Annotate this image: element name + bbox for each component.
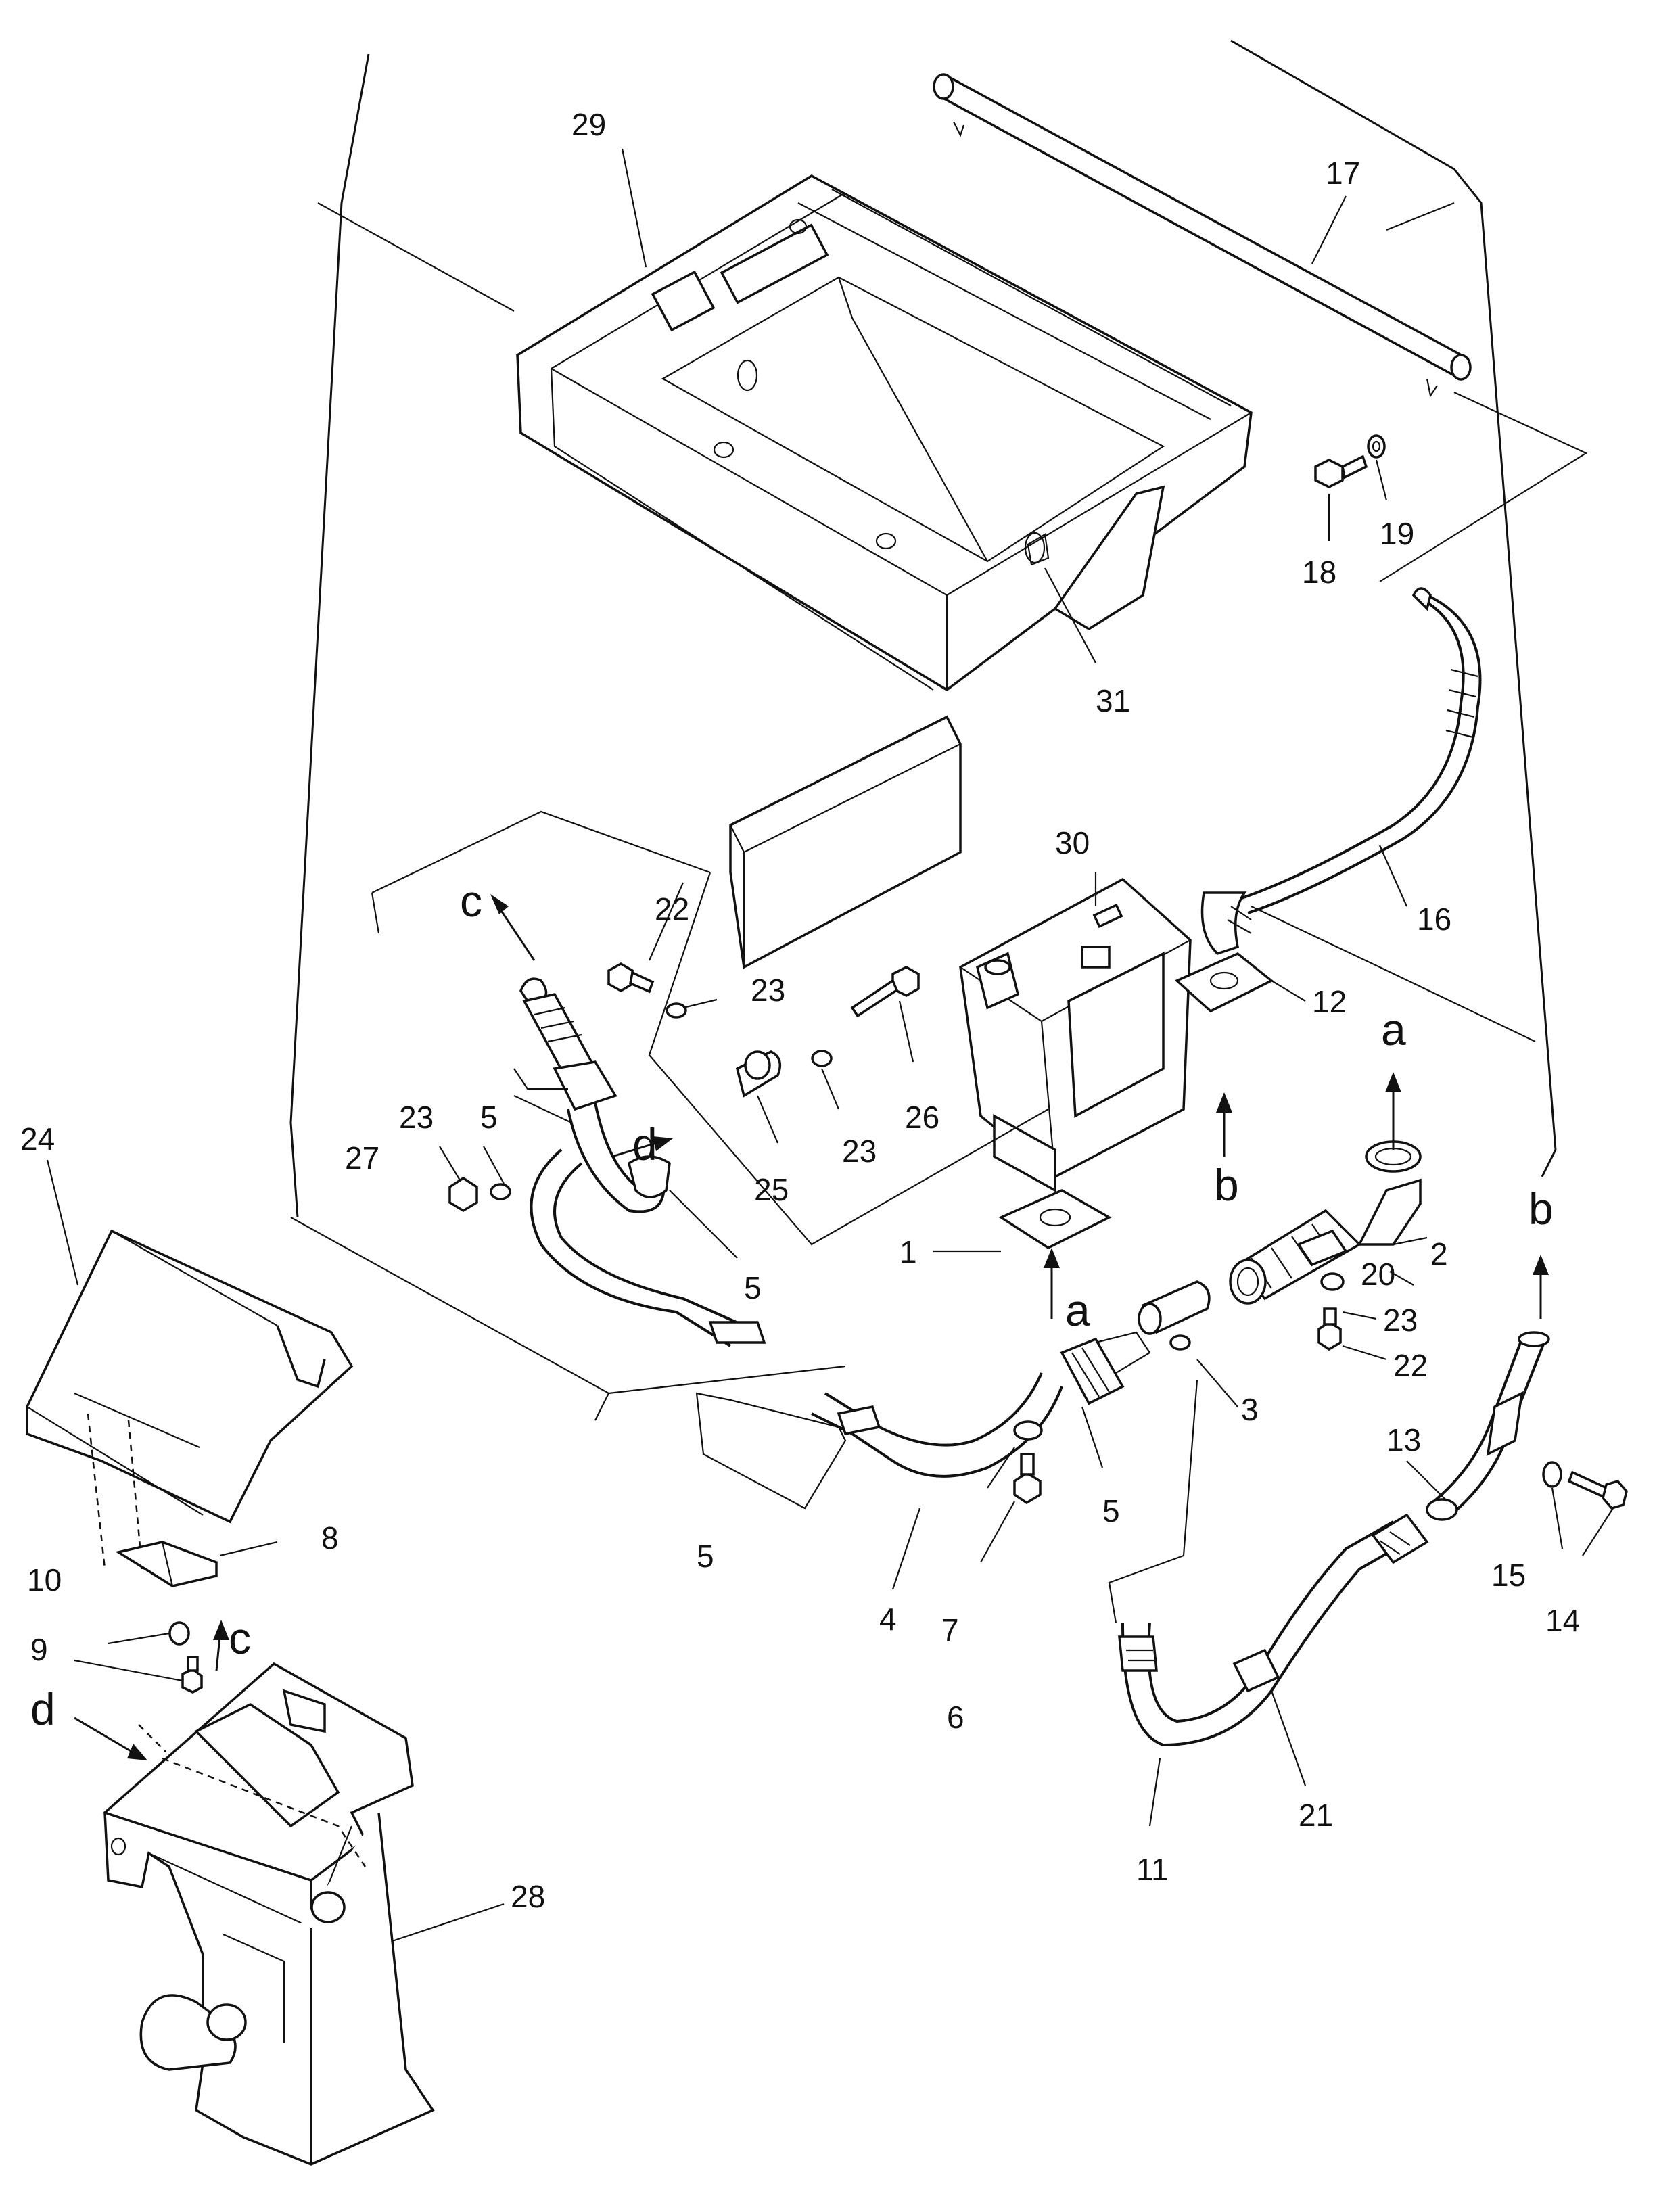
label-19: 19 [1380, 516, 1414, 551]
part-11-hose [1108, 1379, 1429, 1747]
label-18: 18 [1302, 555, 1336, 590]
part-23-washer-left [490, 1183, 511, 1200]
part-15-washer [1542, 1461, 1562, 1488]
label-5a: 5 [480, 1100, 498, 1135]
label-14: 14 [1545, 1603, 1580, 1638]
marker-d-bottom: d [30, 1684, 55, 1734]
label-23b: 23 [842, 1134, 877, 1169]
label-13: 13 [1386, 1422, 1421, 1458]
part-14-bolt [1567, 1470, 1628, 1510]
part-4-hose [530, 1148, 1151, 1478]
cab-outline [289, 39, 1557, 1421]
rear-panel [371, 715, 1536, 1246]
part-10-washer [168, 1621, 190, 1646]
part-29-housing [516, 174, 1253, 692]
label-3: 3 [1241, 1392, 1259, 1427]
marker-a-bottom: a [1065, 1285, 1090, 1335]
label-15: 15 [1491, 1558, 1526, 1593]
part-19-washer [1367, 434, 1386, 459]
label-31: 31 [1096, 683, 1130, 718]
label-4: 4 [879, 1602, 897, 1637]
label-20: 20 [1361, 1257, 1395, 1292]
part-22-bolt-upper [607, 962, 655, 994]
marker-c-bottom: c [229, 1613, 251, 1663]
part-6-bolt [1013, 1453, 1042, 1505]
part-labels: 1 2 3 4 5 5 5 5 6 7 8 9 10 11 12 13 14 1… [20, 107, 1580, 1914]
label-29: 29 [571, 107, 606, 142]
label-25: 25 [754, 1172, 789, 1207]
label-26: 26 [905, 1100, 939, 1135]
part-13-pipe [1426, 1331, 1550, 1521]
label-6: 6 [947, 1700, 964, 1735]
marker-b-left: b [1214, 1160, 1239, 1210]
part-18-bolt [1314, 454, 1368, 488]
part-25-spacer [735, 1050, 782, 1098]
part-27-nut [448, 1176, 478, 1213]
part-22-bolt-lower [1317, 1307, 1342, 1351]
marker-d-top: d [632, 1119, 657, 1169]
connection-letters: a a b b c c d d [30, 876, 1554, 1734]
part-7-washer [1013, 1420, 1043, 1441]
label-28: 28 [511, 1879, 545, 1914]
label-17: 17 [1326, 156, 1360, 191]
part-8-bracket [115, 1541, 218, 1587]
part-1-bracket [998, 1189, 1112, 1250]
label-23a: 23 [751, 973, 785, 1008]
label-24: 24 [20, 1121, 55, 1157]
marker-b-right: b [1529, 1184, 1554, 1234]
part-3-joint [1138, 1280, 1211, 1351]
label-23d: 23 [399, 1100, 434, 1135]
label-16: 16 [1417, 902, 1451, 937]
label-22b: 22 [1393, 1348, 1428, 1383]
label-22a: 22 [655, 891, 689, 927]
part-21-clamp [1232, 1648, 1280, 1693]
label-9: 9 [30, 1632, 48, 1667]
label-5d: 5 [1102, 1493, 1120, 1529]
marker-a-top: a [1381, 1004, 1406, 1054]
label-8: 8 [321, 1520, 339, 1556]
part-17-bracket-lines [1379, 392, 1588, 582]
label-27: 27 [345, 1140, 379, 1175]
part-26-bolt [850, 966, 920, 1018]
label-23c: 23 [1383, 1303, 1418, 1338]
part-5-bracket-lines [695, 1392, 847, 1510]
label-5b: 5 [744, 1270, 762, 1305]
part-23-washer-upper [666, 1002, 687, 1019]
connection-arrows [74, 894, 1549, 1760]
part-9-bolt [181, 1656, 203, 1694]
part-12-bracket [1174, 952, 1274, 1013]
part-24-cover [26, 1229, 354, 1570]
leader-lines [46, 148, 1614, 1942]
label-21: 21 [1299, 1798, 1333, 1833]
label-12: 12 [1312, 984, 1347, 1019]
marker-c-top: c [460, 876, 482, 926]
part-16-hose [1200, 587, 1482, 956]
part-30-heater-unit [959, 877, 1192, 1192]
label-10: 10 [27, 1562, 62, 1598]
label-30: 30 [1055, 825, 1090, 860]
label-11: 11 [1136, 1852, 1169, 1887]
part-23-washer-right [1320, 1272, 1345, 1291]
label-2: 2 [1430, 1236, 1448, 1272]
part-5-hose-upper [519, 977, 671, 1213]
label-7: 7 [941, 1612, 959, 1648]
part-17-bar [933, 73, 1472, 398]
part-2-elbow [1229, 1140, 1422, 1305]
part-23-washer-mid [811, 1050, 833, 1067]
part-28-stand [102, 1662, 435, 2166]
label-1: 1 [900, 1234, 917, 1269]
label-5c: 5 [697, 1539, 714, 1574]
